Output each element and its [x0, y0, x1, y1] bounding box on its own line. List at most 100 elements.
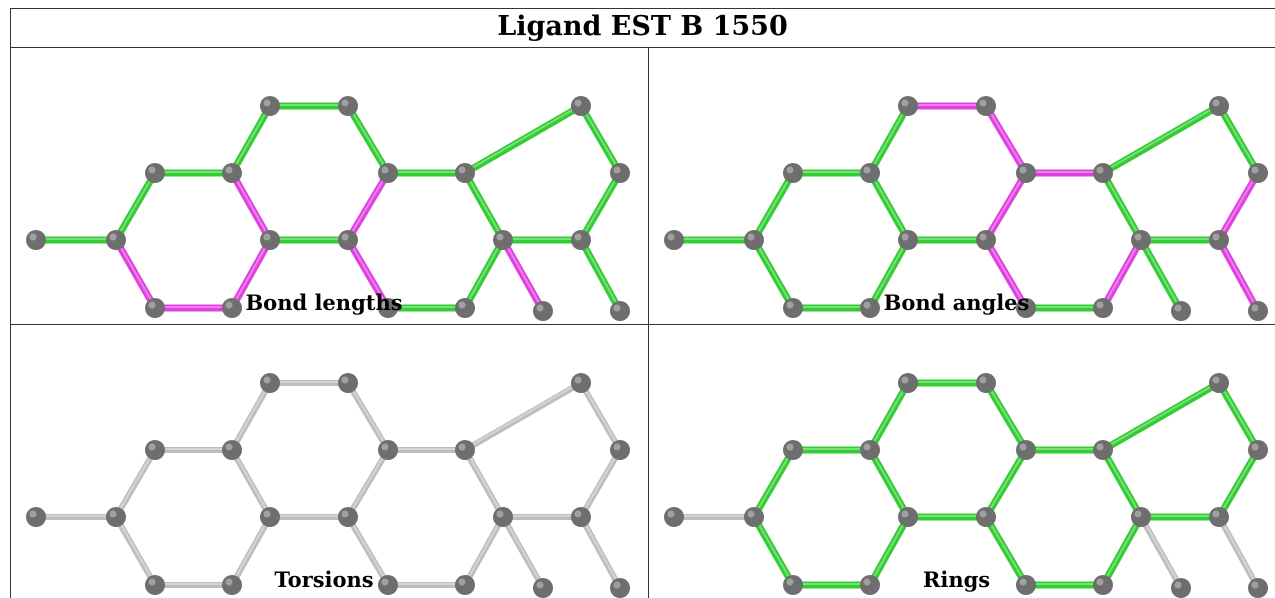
bond — [982, 513, 1030, 589]
atom — [860, 575, 880, 595]
atom-shine — [979, 233, 987, 241]
bond-highlight — [1102, 515, 1142, 585]
bond — [982, 169, 1030, 244]
bond — [577, 236, 624, 315]
bond-highlight — [464, 171, 504, 240]
vertical-divider — [648, 48, 649, 598]
bond — [345, 447, 391, 520]
atom-shine — [574, 510, 582, 518]
bond — [1216, 514, 1261, 591]
atom-shine — [29, 510, 37, 518]
atom-shine — [148, 578, 156, 586]
atom-shine — [225, 166, 233, 174]
atom-shine — [863, 166, 871, 174]
atom-shine — [496, 510, 504, 518]
bond — [750, 513, 797, 589]
atom-shine — [458, 578, 466, 586]
atom — [1209, 96, 1229, 116]
atom-shine — [1019, 578, 1027, 586]
atom-shine — [574, 233, 582, 241]
panel-bond-lengths: Bond lengths — [0, 48, 648, 324]
bond-highlight — [869, 448, 909, 517]
atom — [976, 373, 996, 393]
atom — [378, 163, 398, 183]
bond — [345, 380, 391, 453]
bond-highlight — [115, 448, 156, 517]
atom — [338, 230, 358, 250]
atom — [783, 575, 803, 595]
atom — [145, 440, 165, 460]
atom — [378, 575, 398, 595]
bond-highlight — [1102, 104, 1220, 173]
atom — [744, 230, 764, 250]
bond-highlight — [464, 448, 504, 517]
atom — [976, 230, 996, 250]
bond — [1215, 169, 1262, 244]
atom — [26, 230, 46, 250]
atom — [1209, 507, 1229, 527]
bond — [577, 102, 624, 177]
atom-shine — [458, 443, 466, 451]
atom — [860, 163, 880, 183]
atom-shine — [1212, 376, 1220, 384]
atom-shine — [1096, 166, 1104, 174]
bond — [982, 379, 1030, 454]
atom-shine — [1019, 166, 1027, 174]
bond-highlight — [1140, 515, 1182, 588]
atom — [744, 507, 764, 527]
atom-shine — [863, 578, 871, 586]
bond — [1099, 379, 1223, 454]
atom-shine — [1174, 581, 1182, 589]
atom — [26, 507, 46, 527]
bond-highlight — [753, 238, 794, 308]
atom-shine — [901, 233, 909, 241]
atom — [106, 230, 126, 250]
atom-shine — [381, 443, 389, 451]
bond-highlight — [502, 515, 544, 588]
atom-shine — [613, 443, 621, 451]
atom — [260, 96, 280, 116]
bond-highlight — [347, 515, 389, 585]
bond — [750, 446, 797, 521]
atom-shine — [225, 443, 233, 451]
atom-shine — [901, 99, 909, 107]
bond — [1099, 102, 1223, 177]
atom-shine — [1212, 510, 1220, 518]
atom — [260, 507, 280, 527]
bond — [578, 380, 623, 453]
atom-shine — [341, 233, 349, 241]
bond-highlight — [753, 515, 794, 585]
atom-shine — [1134, 233, 1142, 241]
bond-highlight — [231, 104, 271, 173]
panel-label-bond-angles: Bond angles — [883, 290, 1030, 315]
atom — [338, 373, 358, 393]
bond — [750, 236, 797, 312]
atom — [533, 301, 553, 321]
atom-shine — [341, 510, 349, 518]
molecule-bond-lengths — [26, 96, 630, 321]
bond — [228, 236, 274, 312]
atom — [222, 298, 242, 318]
atom-shine — [1019, 443, 1027, 451]
bond-highlight — [231, 171, 271, 240]
bond — [229, 447, 273, 520]
bond-highlight — [231, 238, 271, 308]
atom — [1016, 298, 1036, 318]
bond — [112, 236, 159, 312]
bond-highlight — [1218, 381, 1259, 450]
bond — [1138, 514, 1184, 591]
atom-shine — [979, 376, 987, 384]
atom-shine — [225, 578, 233, 586]
atom — [145, 298, 165, 318]
bond-highlight — [985, 515, 1027, 585]
bond — [1215, 102, 1262, 177]
atom-shine — [263, 99, 271, 107]
bond-highlight — [1140, 238, 1182, 311]
atom-shine — [263, 510, 271, 518]
bond-highlight — [869, 515, 909, 585]
atom — [493, 507, 513, 527]
atom-shine — [381, 301, 389, 309]
bond-highlight — [1102, 448, 1142, 517]
atom-shine — [1174, 304, 1182, 312]
bond-highlight — [580, 238, 621, 311]
